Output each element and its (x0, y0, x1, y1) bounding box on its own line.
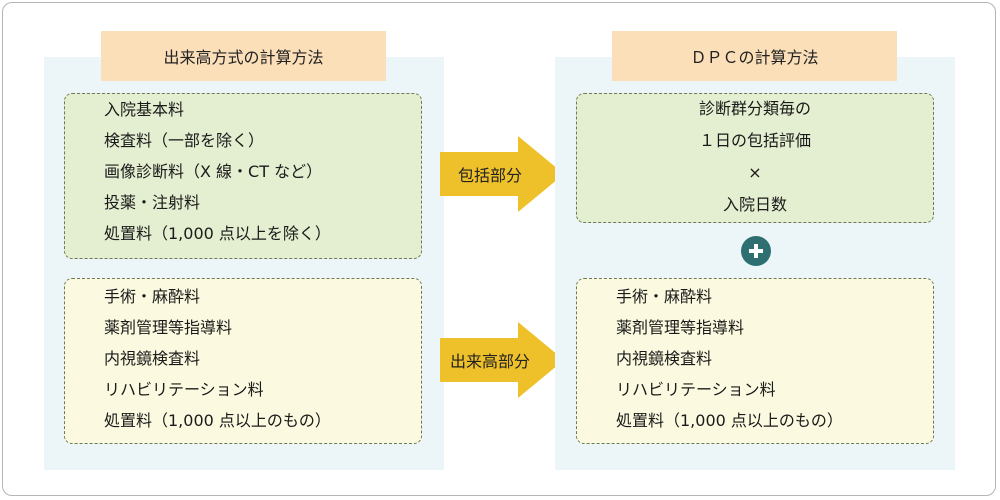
list-item: 投薬・注射料 (104, 193, 201, 212)
list-item: リハビリテーション料 (616, 380, 776, 399)
formula-line: 入院日数 (722, 195, 787, 214)
ffs-arrow-label: 出来高部分 (449, 352, 530, 371)
dpc-bundled-formula: 診断群分類毎の １日の包括評価 × 入院日数 (576, 93, 934, 221)
bundled-arrow-icon (440, 136, 564, 212)
list-item: 処置料（1,000 点以上を除く） (104, 224, 331, 243)
plus-icon (741, 236, 771, 266)
list-item: 手術・麻酔料 (616, 287, 713, 306)
list-item: 内視鏡検査料 (104, 349, 201, 368)
fee-for-service-title: 出来高方式の計算方法 (101, 31, 386, 81)
list-item: 薬剤管理等指導料 (616, 318, 745, 337)
list-item: 薬剤管理等指導料 (104, 318, 233, 337)
left-ffs-items-list: 手術・麻酔料 薬剤管理等指導料 内視鏡検査料 リハビリテーション料 処置料（1,… (104, 281, 331, 436)
list-item: 手術・麻酔料 (104, 287, 201, 306)
left-ffs-items-box (64, 278, 422, 444)
dpc-ffs-items-box (576, 278, 934, 444)
list-item: 検査料（一部を除く） (104, 131, 265, 150)
dpc-bundled-box (576, 93, 934, 223)
left-bundled-items-list: 入院基本料 検査料（一部を除く） 画像診断料（X 線・CT など） 投薬・注射料… (104, 94, 331, 249)
list-item: リハビリテーション料 (104, 380, 264, 399)
list-item: 画像診断料（X 線・CT など） (104, 162, 323, 181)
bundled-arrow-label: 包括部分 (457, 166, 522, 185)
dpc-title: ＤＰＣの計算方法 (612, 31, 897, 81)
formula-line: １日の包括評価 (698, 131, 811, 150)
dpc-ffs-items-list: 手術・麻酔料 薬剤管理等指導料 内視鏡検査料 リハビリテーション料 処置料（1,… (616, 281, 843, 436)
left-bundled-items-box (64, 93, 422, 259)
list-item: 内視鏡検査料 (616, 349, 713, 368)
formula-line: 診断群分類毎の (698, 99, 811, 118)
list-item: 処置料（1,000 点以上のもの） (104, 411, 331, 430)
formula-line: × (748, 163, 762, 182)
list-item: 入院基本料 (104, 100, 185, 119)
ffs-arrow-icon (440, 322, 564, 398)
list-item: 処置料（1,000 点以上のもの） (616, 411, 843, 430)
